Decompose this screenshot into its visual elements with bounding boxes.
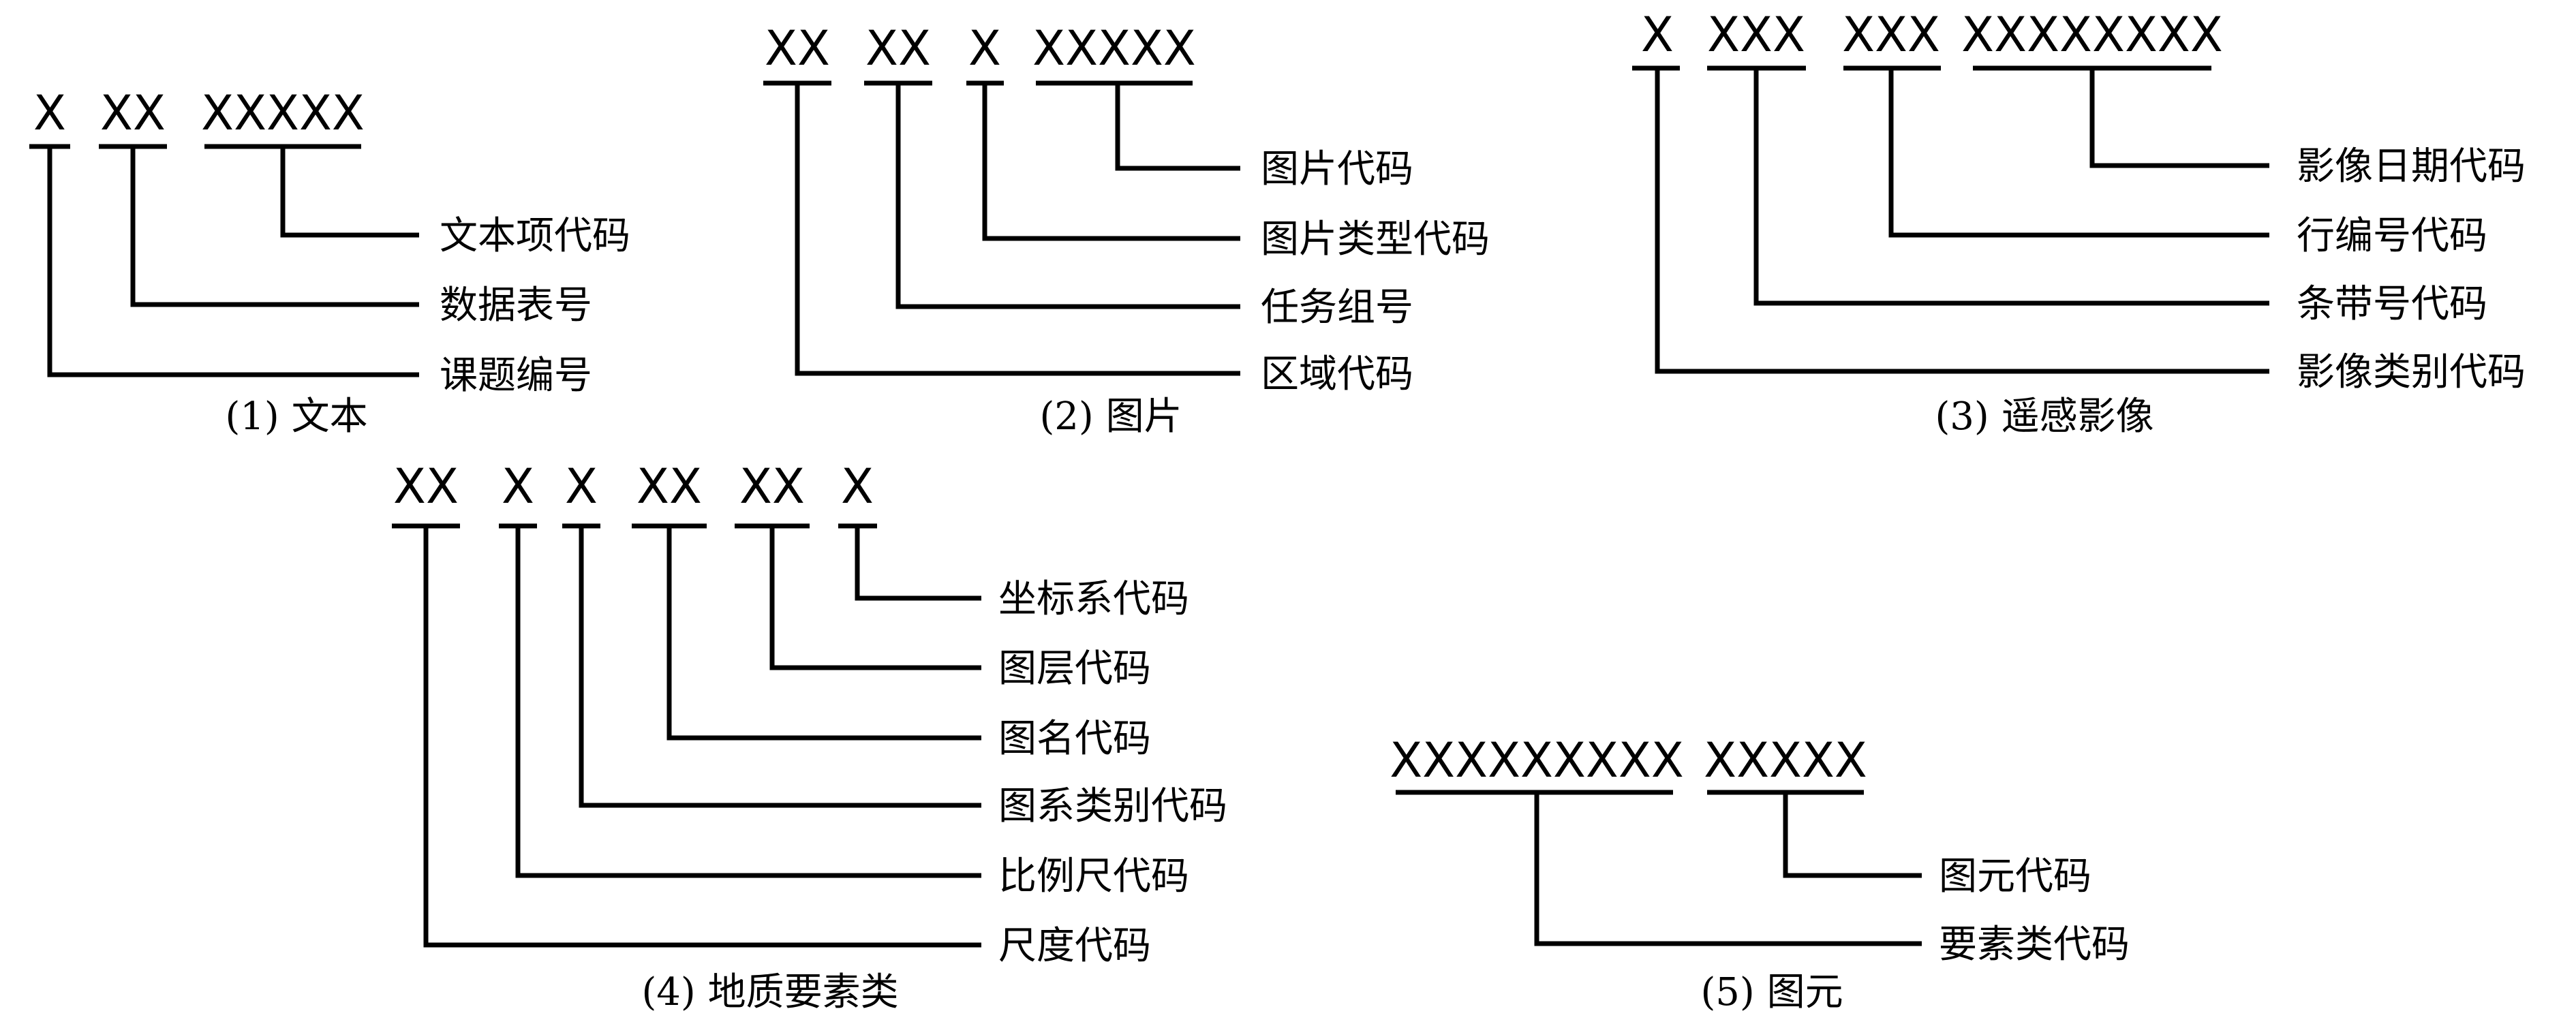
field-label: 尺度代码 [998,924,1151,968]
connector-line [895,83,1240,309]
field-label: 行编号代码 [2297,214,2487,258]
diagram-text: X XX XXXXX 文本项代码 数据表号 课题编号 (1) 文本 [29,85,630,439]
connector-line [1534,792,1922,946]
diagram-caption: (3) 遥感影像 [1935,394,2153,439]
field-label: 图元代码 [1939,854,2091,899]
code-segment: XX [637,459,702,514]
connector-line [130,146,419,307]
connector-line [423,526,981,948]
connector-line [515,526,981,878]
field-label: 坐标系代码 [998,577,1189,621]
diagram-remote-sensing: X XXX XXX XXXXXXXX 影像日期代码 行编号代码 条带号代码 影像… [1632,7,2526,439]
field-label: 要素类代码 [1939,922,2130,967]
field-label: 图层代码 [998,647,1151,691]
connector-line [855,526,981,601]
connector-line [769,526,981,670]
connector-line [1888,68,2269,238]
diagram-image: XX XX X XXXXX 图片代码 图片类型代码 任务组号 区域代码 (2) … [763,20,1490,439]
field-label: 任务组号 [1261,285,1413,330]
diagram-caption: (2) 图片 [1039,394,1182,439]
code-segment: XXXXX [1704,732,1867,788]
diagram-graphic-element: XXXXXXXXX XXXXX 图元代码 要素类代码 (5) 图元 [1390,732,2130,1014]
diagram-caption: (5) 图元 [1700,970,1843,1014]
code-segment: X [841,459,874,514]
connector-line [1783,792,1922,878]
field-label: 课题编号 [440,354,592,398]
code-segment: XX [739,459,805,514]
code-segment: X [33,85,66,141]
field-label: 数据表号 [440,283,592,328]
code-segment: XX [765,20,830,76]
connector-line [1115,83,1240,171]
connector-line [47,146,419,377]
code-segment: XXX [1842,7,1940,63]
field-label: 图片类型代码 [1261,217,1490,262]
field-label: 影像日期代码 [2297,144,2526,189]
code-segment: XXXXXXXX [1961,7,2223,63]
code-segment: XXXXXXXXX [1390,732,1684,788]
field-label: 图片代码 [1261,147,1413,191]
field-label: 比例尺代码 [998,854,1189,899]
code-segment: X [1641,7,1674,63]
field-label: 图名代码 [998,717,1151,761]
diagram-caption: (1) 文本 [225,394,367,439]
connector-line [579,526,981,808]
connector-line [1655,68,2269,374]
connector-line [666,526,981,741]
code-segment: X [502,459,534,514]
field-label: 区域代码 [1261,352,1413,397]
field-label: 影像类别代码 [2297,350,2526,394]
code-segment: XXXXX [1032,20,1196,76]
code-segment: XXXXX [201,85,365,141]
connector-line [280,146,419,238]
connector-line [982,83,1240,241]
diagram-geologic-feature-class: XX X X XX XX X 坐标系代码 图层代码 图名代码 图系类别代码 比例… [392,459,1227,1014]
connector-line [795,83,1240,376]
code-segment: XX [865,20,931,76]
code-segment: XX [393,459,459,514]
connector-line [2089,68,2269,168]
code-segment: X [968,20,1001,76]
field-label: 图系类别代码 [998,784,1227,828]
code-segment: XXX [1707,7,1805,63]
diagram-caption: (4) 地质要素类 [641,970,898,1014]
field-label: 条带号代码 [2297,282,2487,326]
field-label: 文本项代码 [440,214,630,258]
code-segment: X [565,459,598,514]
connector-line [1753,68,2269,306]
code-segment: XX [100,85,166,141]
